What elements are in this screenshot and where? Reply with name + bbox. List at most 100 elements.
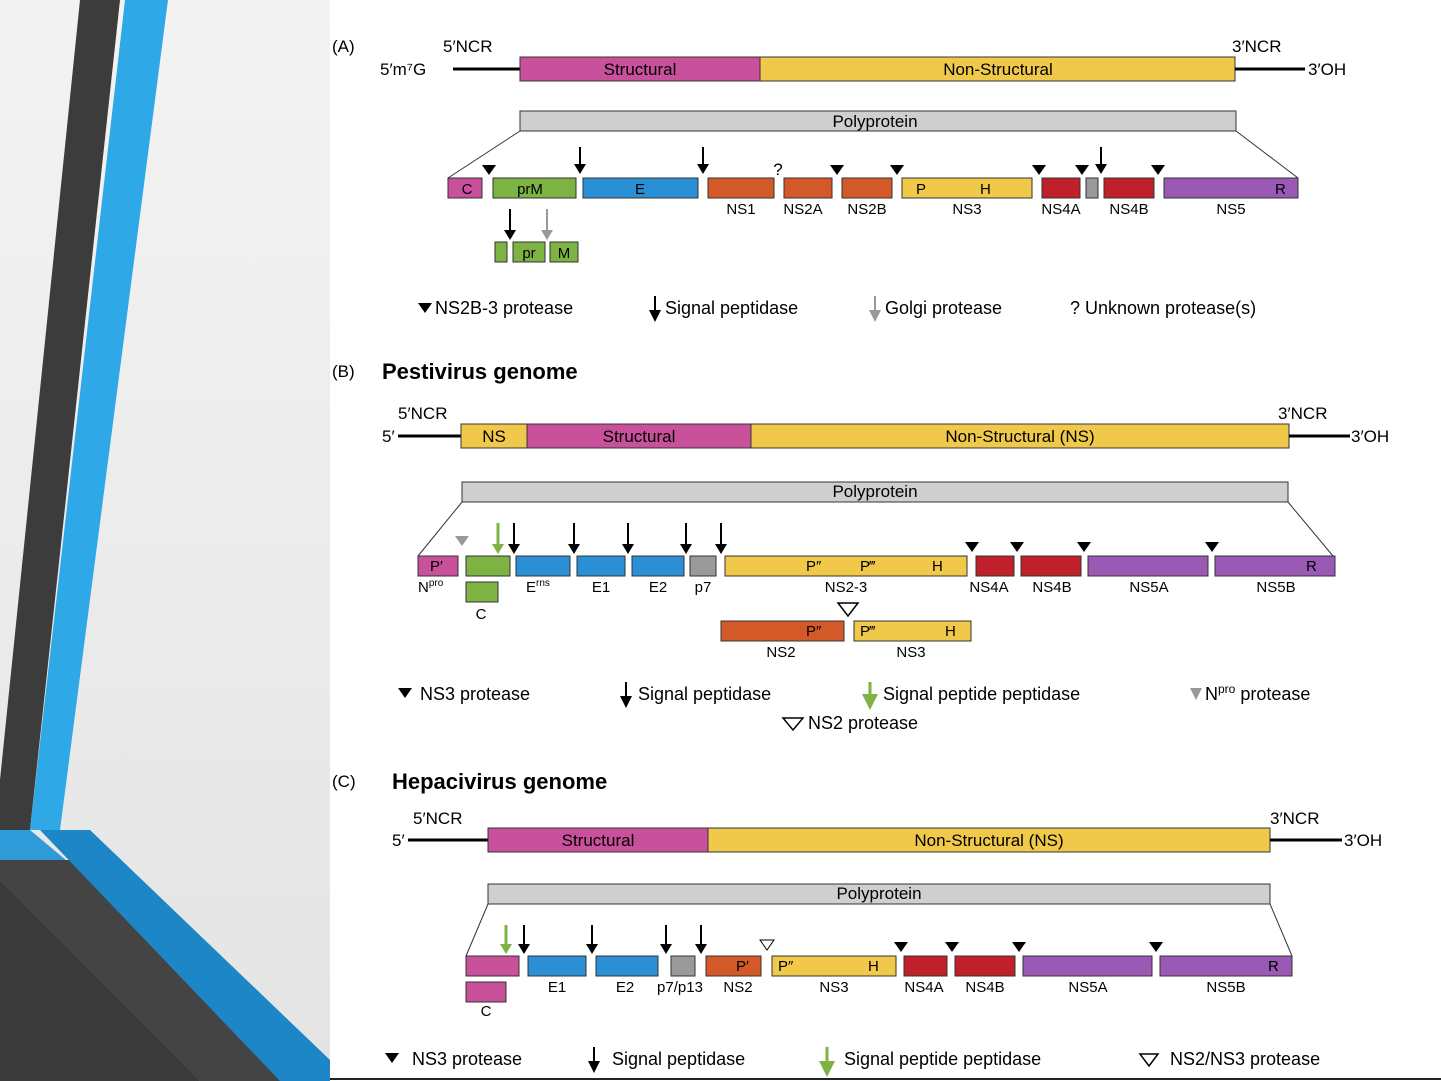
legend-c-spp-arrow-icon (819, 1047, 835, 1077)
panel-c-e2 (595, 955, 659, 977)
dark-corner-fill (0, 880, 200, 1081)
panel-a-label: (A) (332, 37, 355, 56)
panel-a-structural-region (519, 56, 761, 82)
blue-corner-accent (40, 830, 330, 1081)
panel-a-pr (512, 241, 546, 263)
panel-c-5end: 5′ (392, 831, 405, 850)
panel-c-name-ns4b: NS4B (965, 979, 1004, 996)
panel-a-structural-label: Structural (604, 60, 677, 79)
panel-a-m (549, 241, 579, 263)
ns2b3-cleavage-site (1151, 165, 1165, 175)
signal-peptidase-site (568, 523, 580, 554)
panel-b-name-ns23: NS2-3 (825, 579, 868, 596)
legend-a-unknown: ? Unknown protease(s) (1070, 298, 1256, 318)
panel-a-ns4b (1103, 177, 1155, 199)
legend-c-ns3: NS3 protease (412, 1049, 522, 1069)
ns2b3-cleavage-site (890, 165, 904, 175)
dark-corner-band (0, 860, 290, 1081)
panel-b-name-c: C (476, 606, 487, 623)
legend-c-triangle-icon (385, 1053, 399, 1063)
panel-b-ns4b (1020, 555, 1082, 577)
panel-a-name-ns4b: NS4B (1109, 201, 1148, 218)
legend-b-npro-triangle-icon (1190, 688, 1202, 700)
ns2b3-cleavage-site (1075, 165, 1089, 175)
panel-c-nonstructural-region (707, 827, 1271, 853)
panel-a-name-ns3: NS3 (952, 201, 981, 218)
panel-a-nonstructural-label: Non-Structural (943, 60, 1053, 79)
panel-a-e-label: E (635, 181, 645, 198)
panel-c-expand-right (1269, 903, 1293, 957)
panel-c-ns5b-r: R (1268, 958, 1279, 975)
panel-b-5ncr: 5′NCR (398, 404, 447, 423)
panel-a-c-label: C (462, 181, 473, 198)
signal-peptidase-site (680, 523, 692, 554)
panel-a-prm-label: prM (517, 181, 543, 198)
blue-diagonal-stripe (30, 0, 168, 830)
panel-a-name-ns2b: NS2B (847, 201, 886, 218)
legend-b-npro: Npro protease (1205, 682, 1310, 704)
panel-c-name-ns4a: NS4A (904, 979, 943, 996)
ns2b3-cleavage-site (830, 165, 844, 175)
signal-peptidase-site (586, 925, 598, 954)
ns2b3-cleavage-site (1032, 165, 1046, 175)
panel-c-p7 (670, 955, 696, 977)
panel-a: (A) 5′NCR 3′NCR 5′m⁷G Structural Non-Str… (332, 37, 1346, 322)
ns2b3-cleavage-site (482, 165, 496, 175)
panel-b-ns-label: NS (482, 427, 506, 446)
ns3-cleavage-site (945, 942, 959, 952)
legend-a-ns2b3: NS2B-3 protease (435, 298, 573, 318)
legend-a-triangle-icon (418, 303, 432, 313)
panel-b-polyprotein (461, 481, 1289, 503)
panel-a-ns5-r: R (1275, 181, 1286, 198)
panel-a-prm-signal-fragment (494, 241, 508, 263)
panel-c-ns3-p2: P″ (778, 958, 794, 975)
panel-b-erns (515, 555, 571, 577)
legend-b-signal: Signal peptidase (638, 684, 771, 704)
panel-b-name-ns2: NS2 (766, 644, 795, 661)
ns3-cleavage-site (894, 942, 908, 952)
panel-c-name-c: C (481, 1003, 492, 1020)
panel-c-title: Hepacivirus genome (392, 769, 607, 794)
panel-a-m-label: M (558, 245, 571, 262)
panel-b-nonstructural-region (750, 423, 1290, 449)
panel-a-unknown-site: ? (773, 160, 782, 179)
panel-c-ns5b (1159, 955, 1293, 977)
panel-c-ns5a (1022, 955, 1153, 977)
panel-b-3oh: 3′OH (1351, 427, 1389, 446)
legend-b-ns3: NS3 protease (420, 684, 530, 704)
panel-c-ns3 (771, 955, 897, 977)
panel-c-ns2 (705, 955, 762, 977)
legend-a-golgi-arrow-icon (869, 296, 881, 322)
panel-c-nonstructural-label: Non-Structural (NS) (914, 831, 1063, 850)
panel-b-name-ns3: NS3 (896, 644, 925, 661)
panel-a-5ncr: 5′NCR (443, 37, 492, 56)
panel-c-e1 (527, 955, 587, 977)
panel-a-ns3 (901, 177, 1033, 199)
panel-b-structural-region (526, 423, 752, 449)
ns3-cleavage-site (1077, 542, 1091, 552)
panel-b-npro-p: P′ (430, 558, 443, 575)
panel-a-prm (492, 177, 577, 199)
signal-peptidase-site (574, 147, 586, 174)
panel-b-ns2 (720, 620, 845, 642)
panel-a-5cap: 5′m⁷G (380, 60, 426, 79)
panel-a-polyprotein (519, 110, 1237, 132)
legend-a-signal-arrow-icon (649, 296, 661, 322)
panel-a-ns4a (1041, 177, 1081, 199)
panel-c-name-e2: E2 (616, 979, 634, 996)
panel-b-ns23-p3: P‴ (860, 558, 876, 575)
panel-a-name-ns1: NS1 (726, 201, 755, 218)
panel-b-expand-left (417, 501, 463, 557)
panel-c-core (465, 955, 520, 977)
panel-a-ns5 (1163, 177, 1299, 199)
panel-a-name-ns2a: NS2A (783, 201, 822, 218)
panel-a-name-ns4a: NS4A (1041, 201, 1080, 218)
panel-c-structural-region (487, 827, 709, 853)
panel-b-5end: 5′ (382, 427, 395, 446)
legend-a-signal: Signal peptidase (665, 298, 798, 318)
panel-b-ns3-h: H (945, 623, 956, 640)
legend-b-spp-arrow-icon (862, 682, 878, 710)
panel-b-ns23 (724, 555, 968, 577)
signal-peptidase-site (660, 925, 672, 954)
panel-b-title: Pestivirus genome (382, 359, 578, 384)
